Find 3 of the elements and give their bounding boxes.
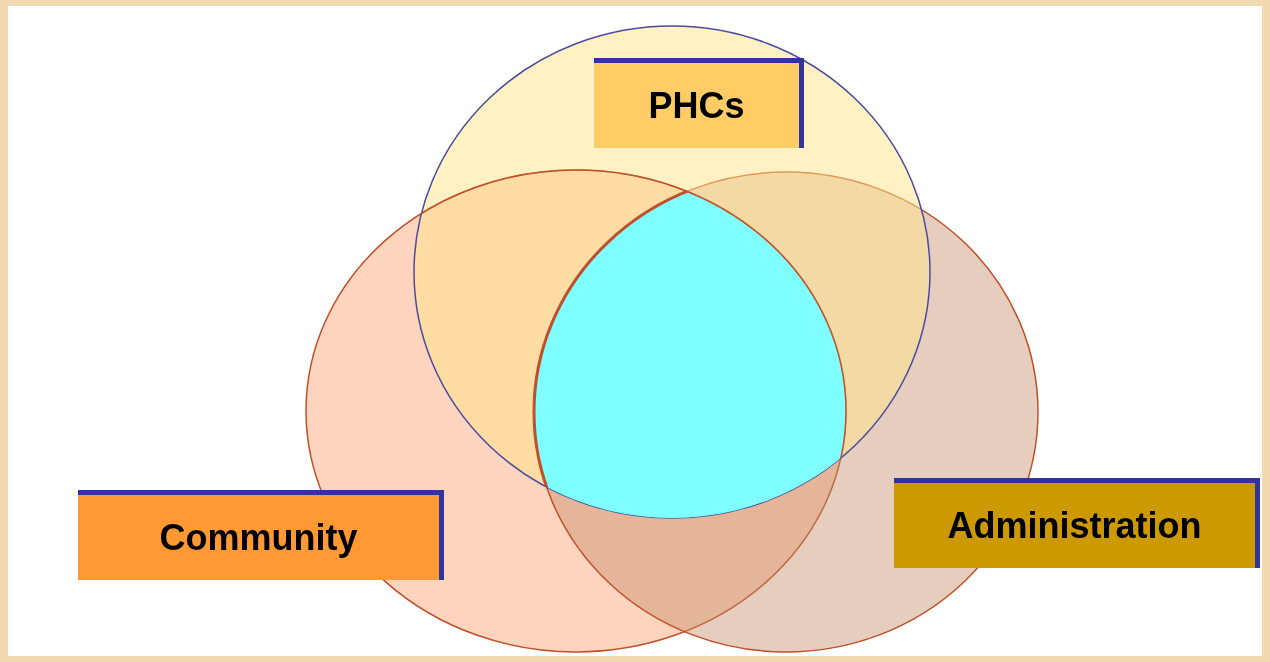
set-label: PHCs: [594, 58, 804, 148]
set-label: Community: [78, 490, 444, 580]
set-label: Administration: [894, 478, 1260, 568]
